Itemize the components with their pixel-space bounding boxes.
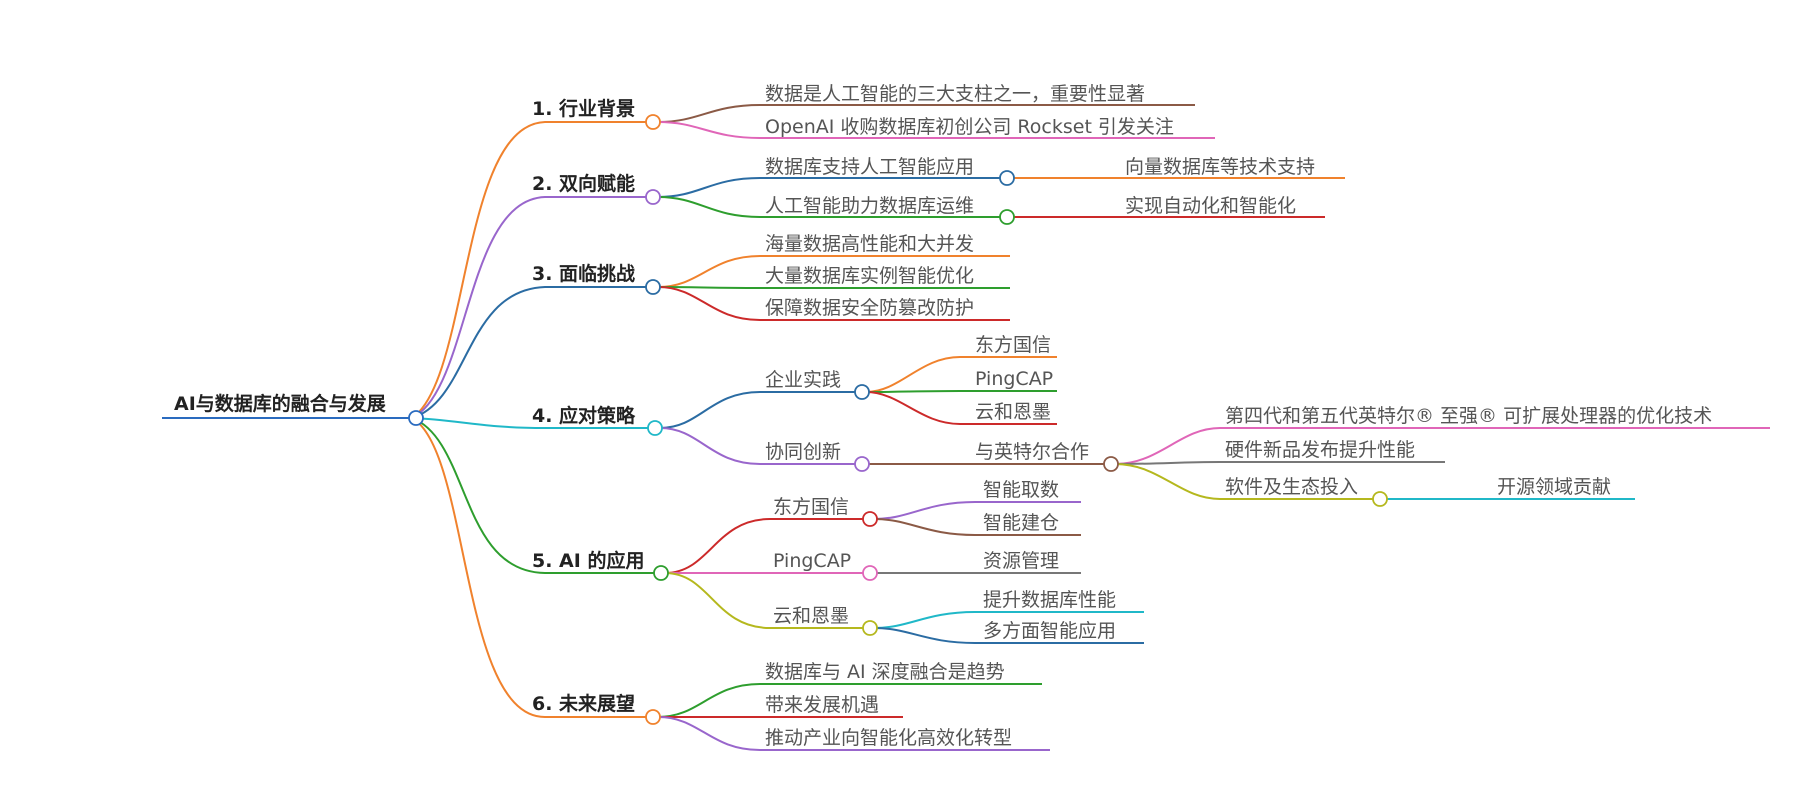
s4-partner-dot[interactable] bbox=[1103, 456, 1119, 472]
s4-coop-branch-3 bbox=[1114, 463, 1376, 500]
s6-item-3: 推动产业向智能化高效化转型 bbox=[765, 727, 1012, 749]
section-1: 1. 行业背景 数据是人工智能的三大支柱之一，重要性显著 OpenAI 收购数据… bbox=[532, 83, 1215, 139]
section-5: 5. AI 的应用 东方国信 PingCAP 云和恩墨 智能取数 智能建仓 资源… bbox=[532, 479, 1144, 644]
s1-item-1: 数据是人工智能的三大支柱之一，重要性显著 bbox=[765, 83, 1145, 105]
s4-ent-branch-1 bbox=[865, 356, 1057, 393]
s5-c1-item-1: 智能取数 bbox=[983, 479, 1059, 501]
section-1-dot[interactable] bbox=[645, 114, 661, 130]
s5-c2-item-1: 资源管理 bbox=[983, 550, 1059, 572]
s2-item-2-dot[interactable] bbox=[999, 209, 1015, 225]
s5-c3-item-1: 提升数据库性能 bbox=[983, 589, 1116, 611]
s4-coop-branch-2 bbox=[1114, 461, 1445, 465]
s4-ent-branch-3 bbox=[865, 391, 1057, 425]
s1-branch-a bbox=[657, 104, 1195, 123]
section-5-dot[interactable] bbox=[653, 565, 669, 581]
s4-cooperation-dot[interactable] bbox=[854, 456, 870, 472]
section-3-label[interactable]: 3. 面临挑战 bbox=[532, 262, 635, 285]
branch-s3 bbox=[411, 286, 650, 419]
s4-software-label: 软件及生态投入 bbox=[1225, 476, 1358, 498]
s5-company-3-dot[interactable] bbox=[862, 620, 878, 636]
s4-ent-item-1: 东方国信 bbox=[975, 334, 1051, 356]
branch-s4 bbox=[411, 417, 655, 429]
s5-c1-branch-1 bbox=[873, 501, 1081, 520]
s2-item-2-child: 实现自动化和智能化 bbox=[1125, 195, 1296, 217]
s4-branch-cooperation bbox=[659, 427, 858, 465]
s3-branch-a bbox=[657, 255, 1010, 288]
s6-item-2: 带来发展机遇 bbox=[765, 694, 879, 716]
s2-item-1: 数据库支持人工智能应用 bbox=[765, 156, 974, 178]
s3-branch-c bbox=[657, 286, 1010, 321]
section-2-dot[interactable] bbox=[645, 189, 661, 205]
s5-branch-a bbox=[664, 518, 866, 574]
s2-branch-a bbox=[657, 177, 1003, 198]
branch-s5 bbox=[411, 417, 658, 574]
root-node[interactable]: AI与数据库的融合与发展 bbox=[162, 392, 424, 426]
s4-ent-branch-2 bbox=[865, 390, 1057, 393]
s4-software-child: 开源领域贡献 bbox=[1497, 476, 1611, 498]
s2-branch-b bbox=[657, 196, 1003, 218]
root-label: AI与数据库的融合与发展 bbox=[174, 392, 386, 415]
s4-enterprise-label: 企业实践 bbox=[765, 369, 841, 391]
branch-s1 bbox=[411, 121, 650, 419]
s6-item-1: 数据库与 AI 深度融合是趋势 bbox=[765, 661, 1005, 683]
s4-branch-enterprise bbox=[659, 391, 858, 429]
section-4: 4. 应对策略 企业实践 东方国信 PingCAP 云和恩墨 协同创新 与英特尔… bbox=[532, 334, 1770, 507]
trunk-branches bbox=[411, 121, 658, 718]
section-6-dot[interactable] bbox=[645, 709, 661, 725]
s5-company-3: 云和恩墨 bbox=[773, 605, 849, 627]
s5-branch-c bbox=[664, 572, 866, 629]
s4-enterprise-dot[interactable] bbox=[854, 384, 870, 400]
s4-coop-item-2: 硬件新品发布提升性能 bbox=[1225, 439, 1415, 461]
branch-s6 bbox=[411, 417, 650, 718]
section-2: 2. 双向赋能 数据库支持人工智能应用 人工智能助力数据库运维 向量数据库等技术… bbox=[532, 156, 1345, 225]
s1-branch-b bbox=[657, 121, 1215, 139]
s5-c1-branch-2 bbox=[873, 518, 1081, 536]
s2-item-2: 人工智能助力数据库运维 bbox=[765, 195, 974, 217]
section-4-label[interactable]: 4. 应对策略 bbox=[532, 404, 636, 427]
root-dot[interactable] bbox=[408, 410, 424, 426]
section-6: 6. 未来展望 数据库与 AI 深度融合是趋势 带来发展机遇 推动产业向智能化高… bbox=[532, 661, 1050, 751]
s5-c3-branch-1 bbox=[873, 611, 1144, 629]
s4-ent-item-3: 云和恩墨 bbox=[975, 401, 1051, 423]
s4-ent-item-2: PingCAP bbox=[975, 368, 1053, 390]
section-3: 3. 面临挑战 海量数据高性能和大并发 大量数据库实例智能优化 保障数据安全防篡… bbox=[532, 233, 1010, 321]
section-6-label[interactable]: 6. 未来展望 bbox=[532, 692, 635, 715]
s6-branch-a bbox=[657, 683, 1042, 718]
s4-software-dot[interactable] bbox=[1372, 491, 1388, 507]
s5-company-2-dot[interactable] bbox=[862, 565, 878, 581]
branch-s2 bbox=[411, 196, 650, 419]
section-2-label[interactable]: 2. 双向赋能 bbox=[532, 172, 635, 195]
s6-branch-c bbox=[657, 716, 1050, 751]
s5-company-1: 东方国信 bbox=[773, 496, 849, 518]
s5-company-1-dot[interactable] bbox=[862, 511, 878, 527]
s2-item-1-dot[interactable] bbox=[999, 170, 1015, 186]
section-1-label[interactable]: 1. 行业背景 bbox=[532, 97, 635, 120]
s5-c3-item-2: 多方面智能应用 bbox=[983, 620, 1116, 642]
s4-coop-branch-1 bbox=[1114, 427, 1770, 465]
s4-cooperation-label: 协同创新 bbox=[765, 441, 841, 463]
s5-company-2: PingCAP bbox=[773, 550, 851, 572]
s3-item-1: 海量数据高性能和大并发 bbox=[765, 233, 974, 255]
section-5-label[interactable]: 5. AI 的应用 bbox=[532, 549, 644, 572]
s3-branch-b bbox=[657, 286, 1010, 289]
s2-item-1-child: 向量数据库等技术支持 bbox=[1125, 156, 1315, 178]
section-4-dot[interactable] bbox=[647, 420, 663, 436]
s5-c3-branch-2 bbox=[873, 627, 1144, 644]
s4-coop-item-1: 第四代和第五代英特尔® 至强® 可扩展处理器的优化技术 bbox=[1225, 405, 1712, 427]
section-3-dot[interactable] bbox=[645, 279, 661, 295]
s1-item-2: OpenAI 收购数据库初创公司 Rockset 引发关注 bbox=[765, 116, 1174, 138]
s4-partner-label: 与英特尔合作 bbox=[975, 441, 1089, 463]
s5-c1-item-2: 智能建仓 bbox=[983, 512, 1059, 534]
s3-item-3: 保障数据安全防篡改防护 bbox=[765, 297, 974, 319]
s3-item-2: 大量数据库实例智能优化 bbox=[765, 265, 974, 287]
